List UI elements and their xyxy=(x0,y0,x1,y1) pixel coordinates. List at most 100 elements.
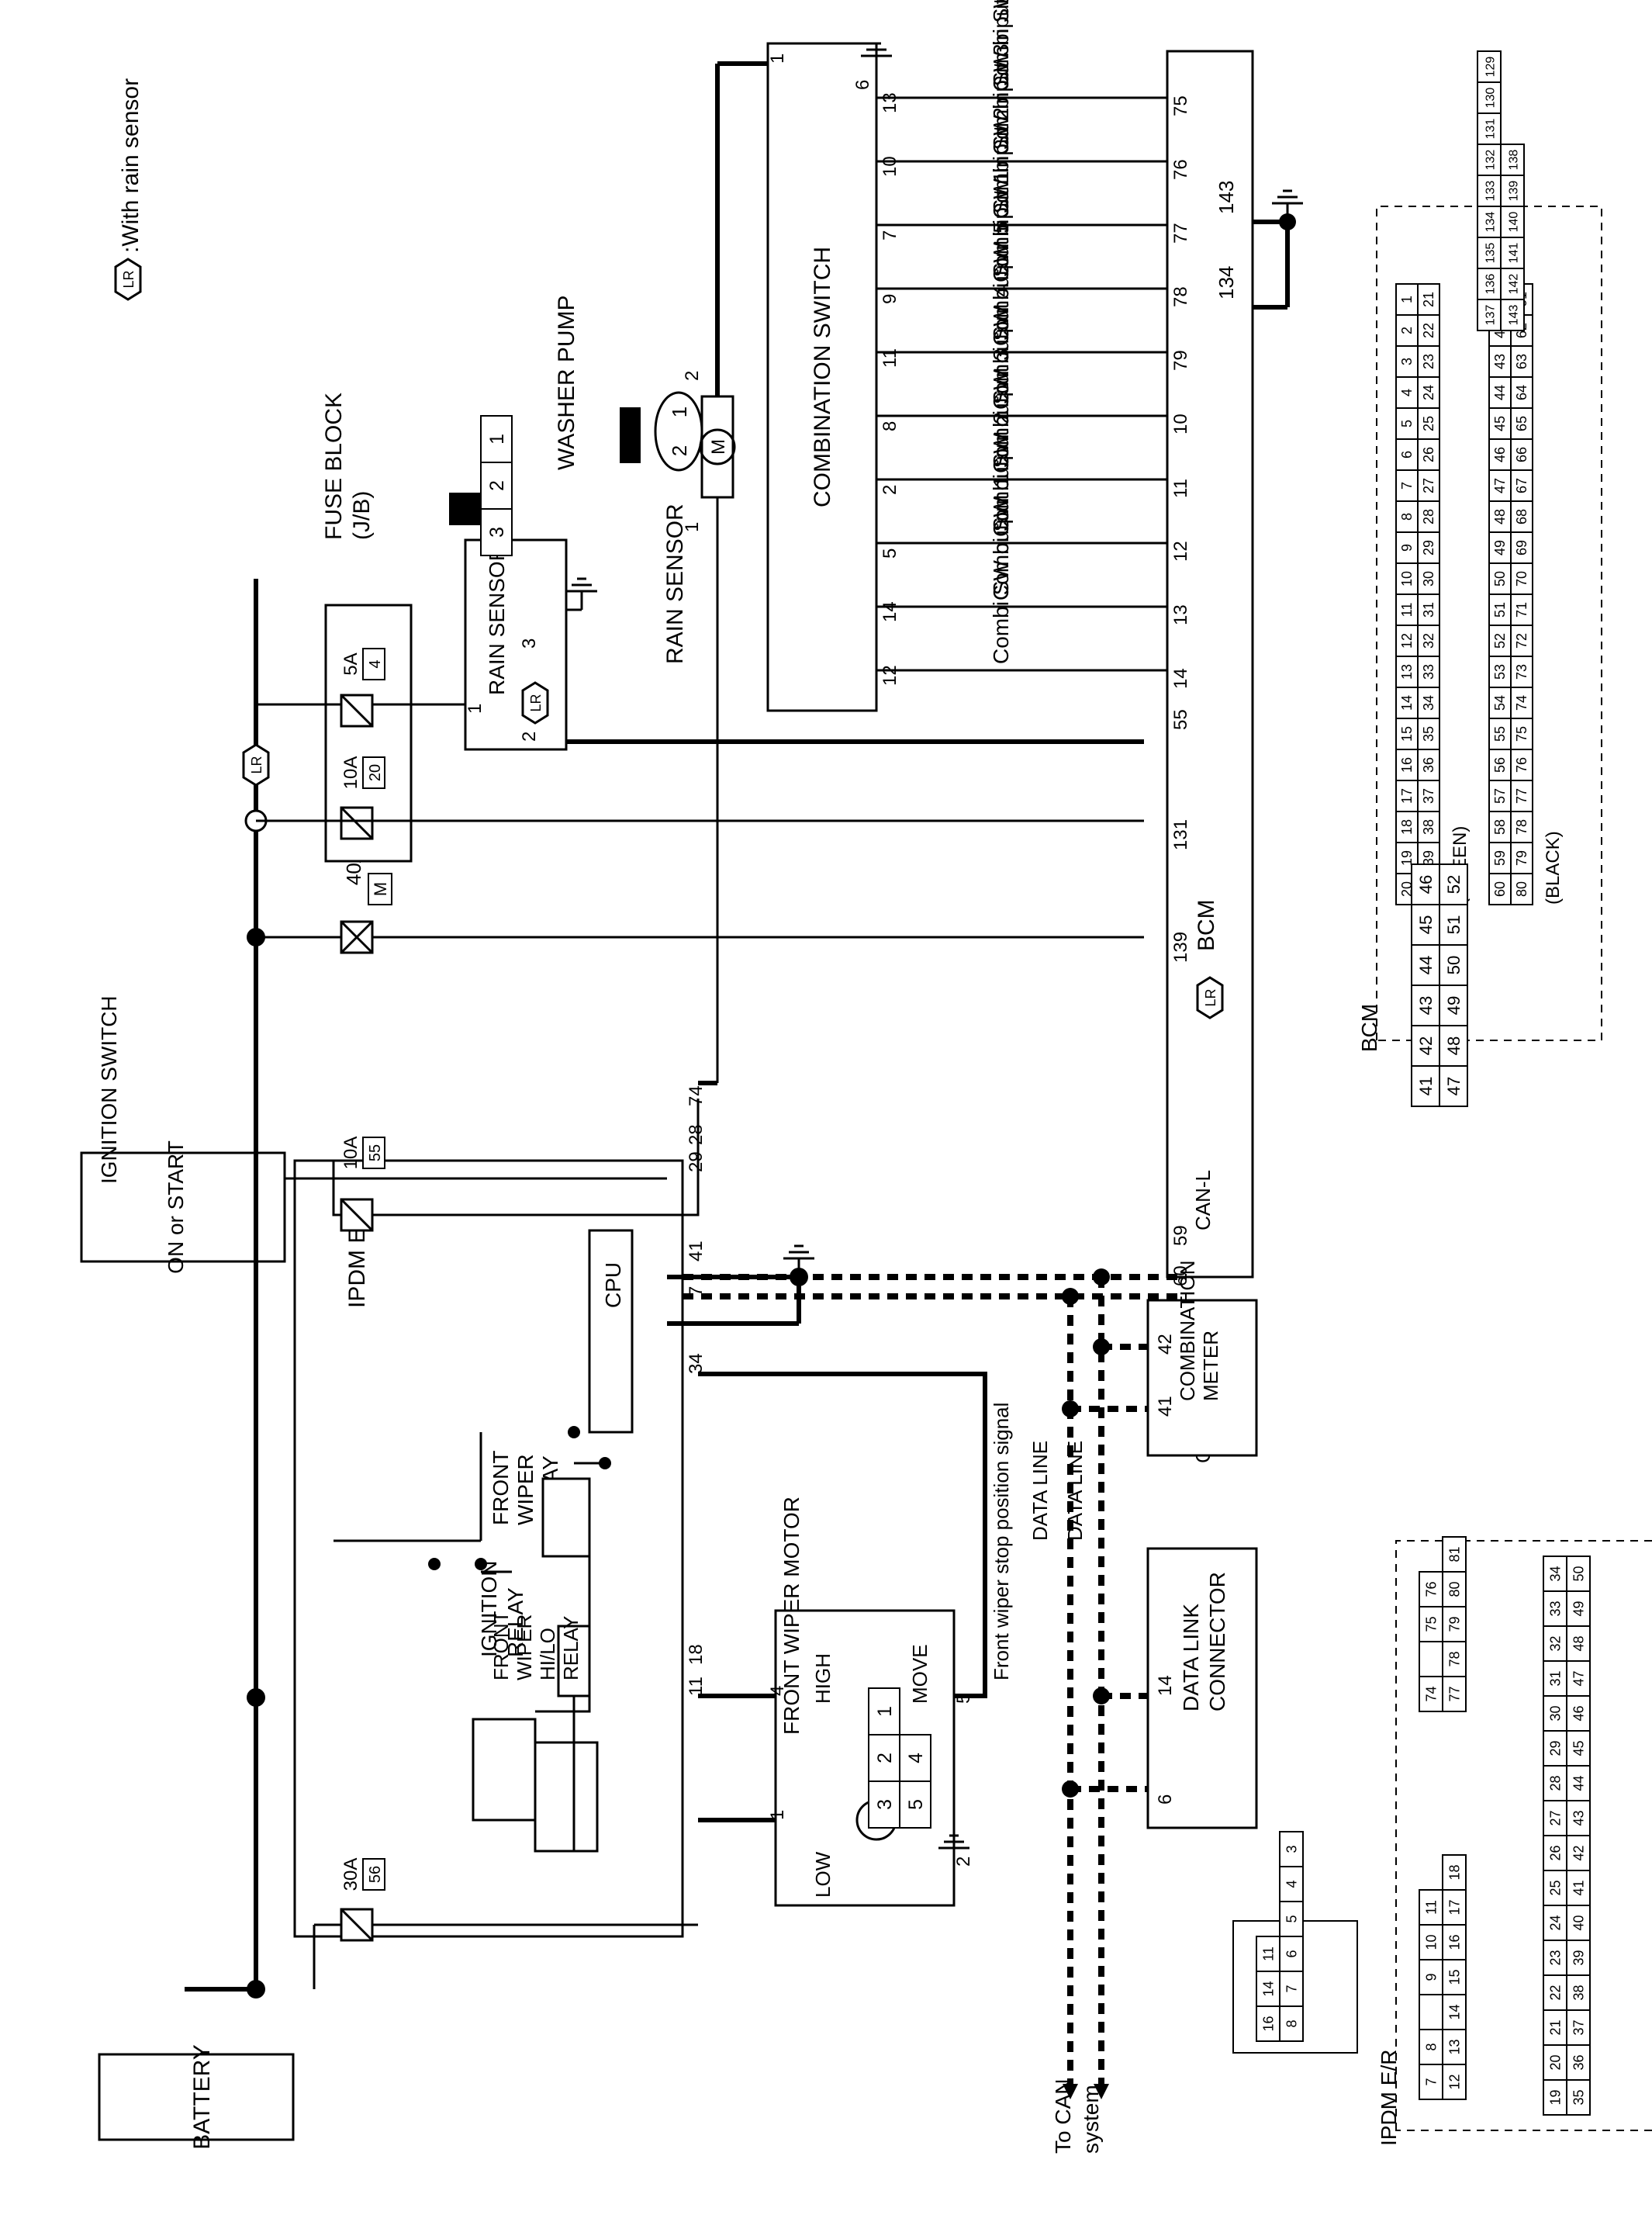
washer-pin-1: 1 xyxy=(682,522,703,532)
bcm-pin: 77 xyxy=(1170,223,1191,244)
bcm-green-view-pin: 8 xyxy=(1399,513,1415,521)
ipdm-view-c-pin: 39 xyxy=(1571,1950,1587,1965)
hilo-relay-label: FRONT xyxy=(489,1611,513,1680)
rain-pin-3: 3 xyxy=(519,638,540,649)
ipdm-view-a-pin: 79 xyxy=(1447,1616,1463,1632)
bcm-black-view-pin: 63 xyxy=(1514,354,1529,369)
fuse-10a-20 xyxy=(340,806,374,840)
hilo-relay-switch xyxy=(534,1741,599,1853)
bcm-black-view-pin: 80 xyxy=(1514,881,1529,897)
meter-junction xyxy=(1093,1338,1110,1355)
dlc-view-pin: 16 xyxy=(1261,2016,1277,2031)
hilo-relay-label: WIPER xyxy=(513,1614,536,1680)
ipdm-view-c-pin: 26 xyxy=(1548,1845,1564,1860)
bcm-small-view-pin: 131 xyxy=(1484,119,1498,140)
lr-tag-bcm-text: LR xyxy=(1203,988,1218,1006)
rain-pin-1: 1 xyxy=(465,704,486,714)
motor-move-label: MOVE xyxy=(908,1644,931,1704)
fuse-block-label: FUSE BLOCK xyxy=(321,393,347,540)
fuse-30a-id: 56 xyxy=(367,1866,384,1883)
bcm-green-view-pin: 37 xyxy=(1421,788,1436,804)
combi-sw-pin: 14 xyxy=(880,601,900,622)
bcm-black-view-pin: 45 xyxy=(1492,416,1508,431)
ipdm-view-c-pin: 46 xyxy=(1571,1705,1587,1721)
bcm-small-view-pin: 137 xyxy=(1484,305,1498,326)
bcm-black-view-pin: 47 xyxy=(1492,478,1508,493)
combi-signal-name: Combi SW input 1 xyxy=(989,171,1013,346)
bcm-small-view-pin: 138 xyxy=(1508,150,1521,171)
motor-high-label: HIGH xyxy=(811,1653,835,1704)
ipdm-view-a-pin: 77 xyxy=(1447,1686,1463,1701)
combi-signal-name: Combi SW input 4 xyxy=(989,0,1013,155)
ipdm-view-c-pin: 19 xyxy=(1548,2089,1564,2105)
washer-pump-label: WASHER PUMP xyxy=(554,295,579,470)
bcm-small-view-pin: 136 xyxy=(1484,274,1498,295)
bcm-small-view-pin: 142 xyxy=(1508,274,1521,295)
bcm-box xyxy=(1166,50,1254,1279)
motor-pin-2: 2 xyxy=(953,1857,974,1867)
bcm-pin: 12 xyxy=(1170,541,1191,562)
combination-switch-box xyxy=(766,42,878,712)
motor-pin-4: 4 xyxy=(767,1686,788,1696)
bcm-black-view-pin: 50 xyxy=(1492,571,1508,587)
bcm-green-view-pin: 26 xyxy=(1421,447,1436,462)
combi-sw-pin: 12 xyxy=(880,665,900,686)
bcm-black-view-pin: 58 xyxy=(1492,819,1508,835)
ignition-relay-label: RELAY xyxy=(503,1587,527,1657)
motor-connector-view-pin: 4 xyxy=(906,1753,927,1763)
washer-pump-view xyxy=(654,391,703,472)
bcm-pin: 78 xyxy=(1170,286,1191,307)
meter-connector-view-pin: 43 xyxy=(1416,996,1436,1016)
bcm-small-view-pin: 130 xyxy=(1484,88,1498,109)
dlc-view-pin: 11 xyxy=(1261,1947,1277,1961)
bcm-black-view-pin: 65 xyxy=(1514,416,1529,431)
combi-sw-pin: 11 xyxy=(880,348,900,368)
lr-tag-bcm xyxy=(1196,976,1224,1019)
ipdm-view-a-pin: 78 xyxy=(1447,1651,1463,1666)
combi-signal-name: Combi SW output 3 xyxy=(989,348,1013,537)
fuse-10a-55-rating: 10A xyxy=(340,1137,361,1170)
motor-connector-view-pin: 1 xyxy=(875,1706,896,1717)
rain-sensor-view-cell xyxy=(480,415,513,463)
meter-connector-view-pin: 50 xyxy=(1444,956,1464,975)
bcm-pin-55: 55 xyxy=(1170,709,1191,730)
combination-meter-label: METER xyxy=(1199,1331,1222,1401)
ignition-relay-label: IGNITION xyxy=(477,1561,501,1657)
bcm-pin: 10 xyxy=(1170,414,1191,434)
bcm-black-view-pin: 51 xyxy=(1492,602,1508,618)
rain-sensor-title: RAIN SENSOR xyxy=(662,504,688,664)
legend-lr-tag xyxy=(114,258,142,301)
combination-meter-label: COMBINATION xyxy=(1176,1260,1199,1401)
bcm-green-view-pin: 38 xyxy=(1421,819,1436,835)
bcm-pin: 75 xyxy=(1170,95,1191,116)
dlc-label: DATA LINK xyxy=(1179,1604,1203,1711)
combi-signal-name: Combi SW output 2 xyxy=(989,412,1013,600)
bcm-green-view-pin: 5 xyxy=(1399,420,1415,427)
ipdm-view-b-pin: 8 xyxy=(1424,2043,1439,2050)
dlc-view-pin: 7 xyxy=(1284,1985,1300,1992)
ipdm-view-c-pin: 41 xyxy=(1571,1880,1587,1895)
bcm-green-view-pin: 21 xyxy=(1421,292,1436,307)
bcm-green-view-pin: 19 xyxy=(1399,850,1415,866)
bcm-black-view-pin: 76 xyxy=(1514,757,1529,773)
bcm-green-view-pin: 33 xyxy=(1421,664,1436,680)
bcm-green-view-pin: 25 xyxy=(1421,416,1436,431)
bcm-green-view-pin: 1 xyxy=(1399,296,1415,303)
ipdm-view-c-pin: 40 xyxy=(1571,1915,1587,1930)
ipdm-view-c-pin: 30 xyxy=(1548,1705,1564,1721)
combi-sw-pin: 2 xyxy=(880,485,900,495)
junction-dot xyxy=(247,1688,265,1707)
bcm-green-view-pin: 24 xyxy=(1421,385,1436,400)
meter-pin-41: 41 xyxy=(1155,1396,1176,1417)
front-wiper-relay-label: FRONT xyxy=(489,1451,513,1525)
bcm-green-view-cell xyxy=(1417,283,1440,316)
ipdm-view-c-pin: 31 xyxy=(1548,1670,1564,1686)
bcm-green-view-pin: 2 xyxy=(1399,327,1415,334)
bcm-small-view-pin: 132 xyxy=(1484,150,1498,171)
bcm-black-view-pin: 52 xyxy=(1492,633,1508,649)
bcm-label: BCM xyxy=(1194,899,1219,951)
rain-sensor-view-pin: 2 xyxy=(487,480,508,491)
combi-sw-pin: 7 xyxy=(880,230,900,241)
